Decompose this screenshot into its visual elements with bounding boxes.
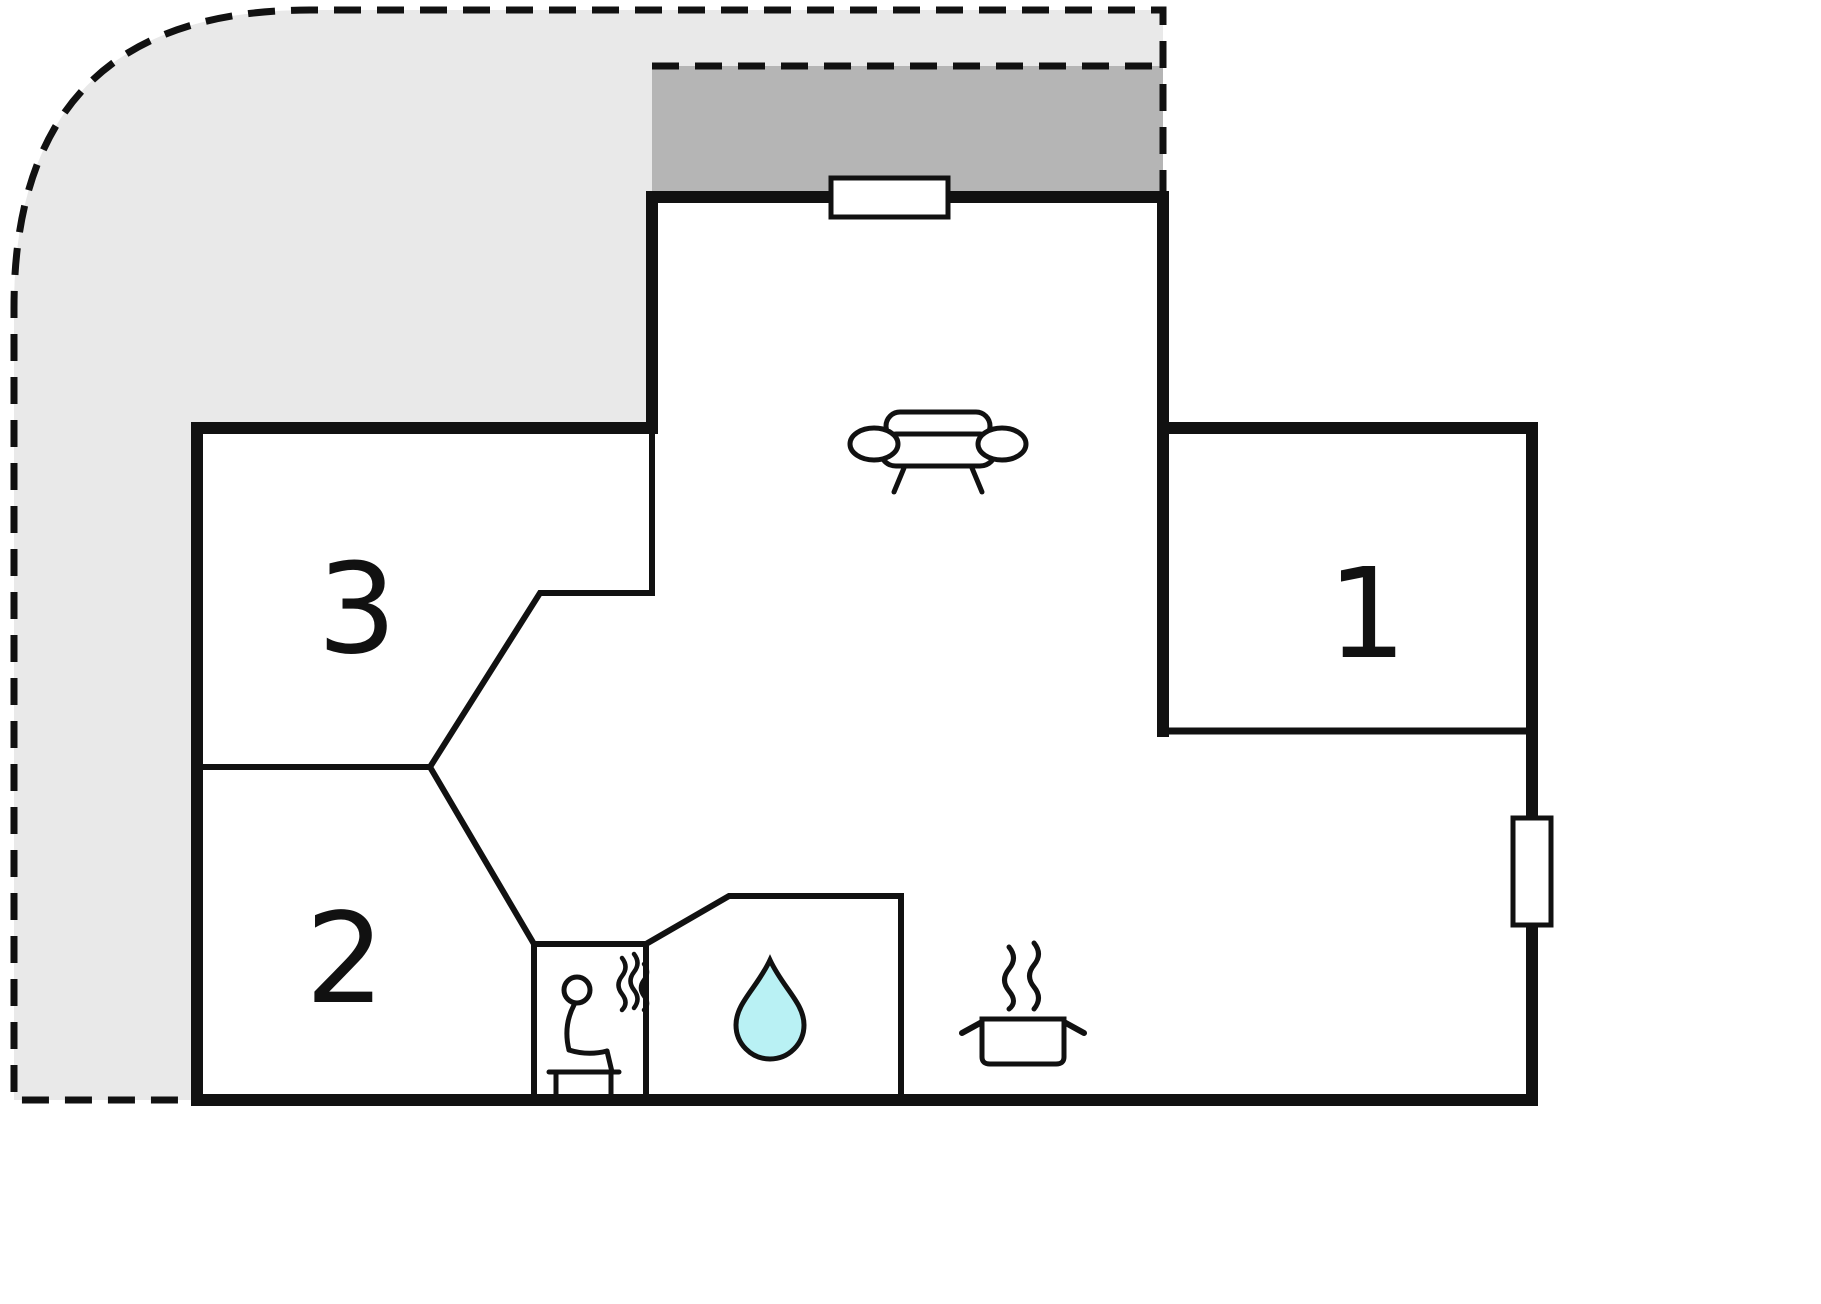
pot-body [979, 1016, 1067, 1067]
water-drop-shape [733, 954, 807, 1062]
pot-handle-right [1061, 1019, 1087, 1036]
sauna-person-thigh [566, 1047, 610, 1056]
sauna-wall [531, 941, 649, 1103]
room3-partition-wall [194, 425, 655, 770]
sofa-arm-left [847, 425, 901, 463]
pot-handle-left [959, 1019, 985, 1036]
room2-partition-wall [425, 762, 539, 949]
sofa-leg-right [969, 465, 985, 495]
window-top [828, 175, 951, 220]
terrace-dashed-boundary [10, 6, 1167, 1104]
sofa-arm-right [975, 425, 1029, 463]
pot-steam-line [1027, 940, 1041, 1012]
window-right [1510, 815, 1554, 928]
pot-steam-line [1002, 944, 1016, 1012]
bathroom-wall [641, 893, 904, 1103]
sauna-icon [546, 951, 650, 1101]
sofa-leg-left [891, 465, 907, 495]
sauna-steam-line [638, 961, 650, 1013]
sauna-steam-line [628, 951, 640, 1011]
sauna-person-torso [564, 1002, 577, 1053]
covered-terrace-area [652, 66, 1163, 197]
terrace-area [14, 10, 1163, 1100]
water-drop-icon [733, 954, 807, 1062]
cooking-pot-icon [959, 940, 1087, 1067]
sauna-person-head [561, 974, 593, 1006]
room1-label: 1 [1327, 542, 1407, 687]
room2-label: 2 [305, 887, 385, 1032]
sauna-person-shin [604, 1048, 615, 1075]
building-exterior-wall [191, 191, 1538, 1106]
room3-label: 3 [317, 537, 397, 682]
sauna-steam-line [616, 955, 628, 1013]
sofa-icon [847, 409, 1029, 495]
